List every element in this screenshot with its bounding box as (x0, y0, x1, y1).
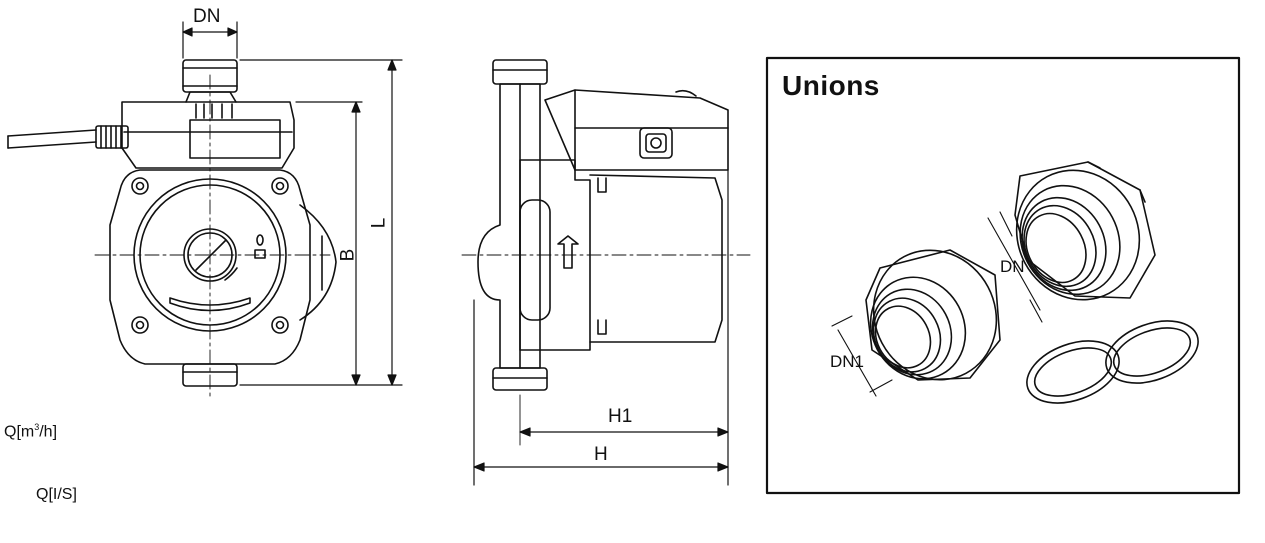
pump-front-view (7, 59, 337, 401)
unions-title: Unions (782, 70, 880, 101)
union-small (865, 249, 1001, 381)
label-q-m3h-suffix: /h] (39, 423, 58, 441)
label-dn-top: DN (193, 6, 221, 27)
label-h: H (594, 444, 608, 465)
label-q-m3h-sup: 3 (34, 422, 40, 432)
union-large (1014, 161, 1156, 301)
dimension-b-l (239, 59, 403, 386)
dimension-dn-top (182, 21, 238, 59)
label-q-m3h-prefix: Q[m (4, 423, 35, 441)
label-union-dn1: DN1 (830, 352, 865, 371)
label-q-m3h: Q[m3/h] (4, 422, 57, 441)
pump-side-view (461, 59, 751, 446)
label-b: B (337, 248, 359, 262)
unions-panel-border (765, 56, 1241, 495)
union-dimension-lines (831, 211, 1043, 397)
label-l: L (368, 217, 390, 229)
union-gaskets (1026, 320, 1199, 404)
label-union-dn: DN (1000, 257, 1025, 276)
label-h1: H1 (608, 406, 633, 427)
label-q-ls: Q[I/S] (36, 486, 77, 503)
dimension-h-h1 (473, 169, 729, 486)
